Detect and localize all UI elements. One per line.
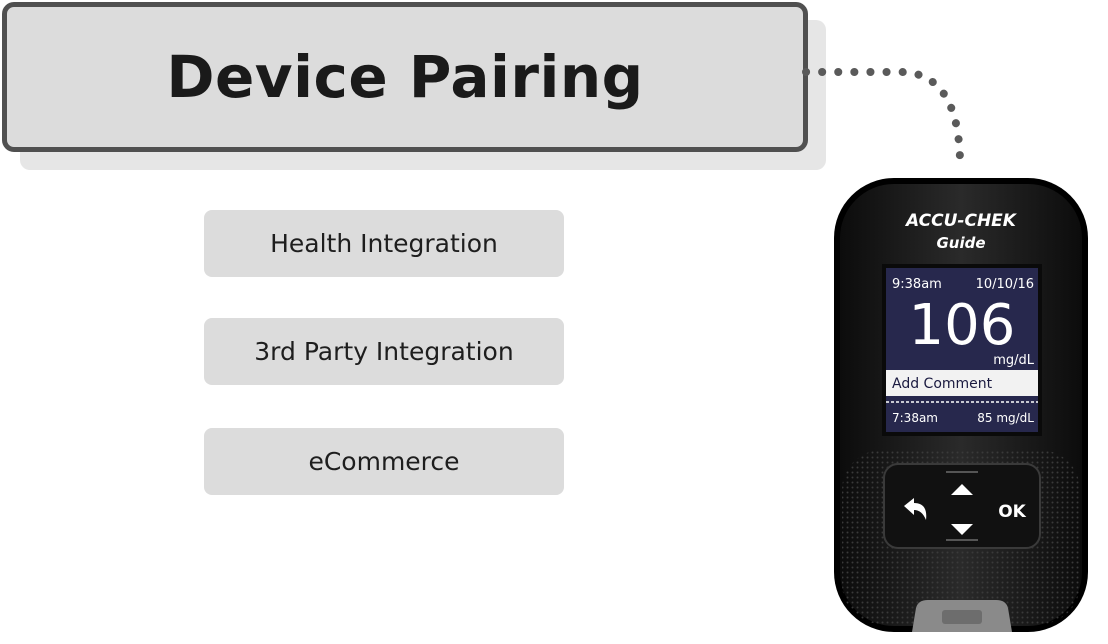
previous-reading: 85 mg/dL bbox=[977, 411, 1034, 425]
screen-date: 10/10/16 bbox=[976, 277, 1034, 292]
third-party-integration-button[interactable]: 3rd Party Integration bbox=[204, 318, 564, 385]
page-title: Device Pairing bbox=[166, 43, 644, 111]
device-brand: ACCU-CHEK bbox=[904, 211, 1018, 231]
add-comment-label: Add Comment bbox=[892, 376, 993, 392]
menu-item-label: Health Integration bbox=[270, 229, 498, 258]
health-integration-button[interactable]: Health Integration bbox=[204, 210, 564, 277]
glucose-meter-device: ACCU-CHEK Guide 9:38am 10/10/16 106 mg/d… bbox=[834, 178, 1088, 632]
strip-slot bbox=[942, 610, 982, 624]
up-arrow-icon[interactable] bbox=[951, 484, 973, 495]
button-pad bbox=[883, 463, 1041, 549]
menu-item-label: 3rd Party Integration bbox=[254, 337, 514, 366]
back-arrow-icon[interactable] bbox=[904, 498, 927, 520]
ecommerce-button[interactable]: eCommerce bbox=[204, 428, 564, 495]
menu-item-label: eCommerce bbox=[308, 447, 460, 476]
device-model: Guide bbox=[936, 234, 985, 252]
add-comment-bar bbox=[886, 370, 1038, 396]
page-title-box: Device Pairing bbox=[2, 2, 808, 152]
down-arrow-icon[interactable] bbox=[951, 524, 973, 535]
previous-time: 7:38am bbox=[892, 411, 938, 425]
screen-time: 9:38am bbox=[892, 277, 942, 292]
glucose-reading: 106 bbox=[909, 293, 1016, 358]
display-screen bbox=[886, 268, 1038, 432]
ok-button[interactable]: OK bbox=[998, 502, 1026, 522]
reading-unit: mg/dL bbox=[993, 353, 1035, 368]
